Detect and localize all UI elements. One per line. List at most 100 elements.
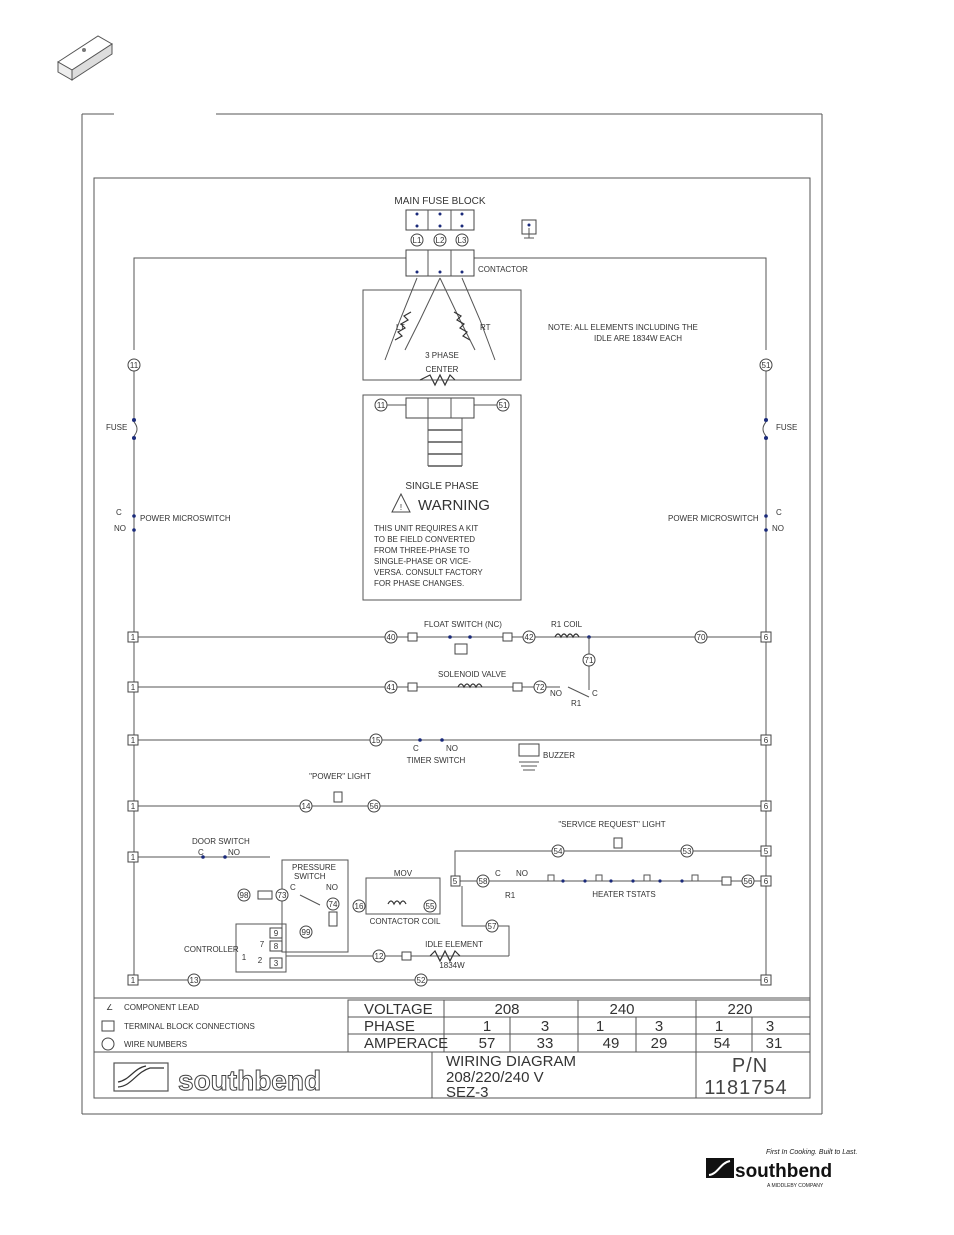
phase-240-3: 3 xyxy=(655,1018,663,1035)
pressure-switch-label-1: PRESSURE xyxy=(292,863,336,872)
controller: 9 8 3 7 1 2 xyxy=(235,923,287,973)
footer-company: A MIDDLEBY COMPANY xyxy=(767,1183,824,1189)
wire-53: 53 xyxy=(683,847,692,856)
wire-70: 70 xyxy=(697,633,706,642)
warning-line-3: FROM THREE-PHASE TO xyxy=(374,546,470,555)
wire-13: 13 xyxy=(190,976,199,985)
amp-220-1: 54 xyxy=(714,1035,731,1052)
wire-41: 41 xyxy=(387,683,396,692)
southbend-logo-outline xyxy=(113,1062,169,1092)
controller-label: CONTROLLER xyxy=(184,945,239,954)
wire-52-circle xyxy=(414,973,428,987)
amp-220-3: 31 xyxy=(766,1035,783,1052)
wire-14: 14 xyxy=(302,802,311,811)
amp-208-1: 57 xyxy=(479,1035,496,1052)
warning-line-2: TO BE FIELD CONVERTED xyxy=(374,535,475,544)
wire-70-circle xyxy=(694,630,708,644)
phase-220-1: 1 xyxy=(715,1018,723,1035)
amp-208-3: 33 xyxy=(537,1035,554,1052)
l1-label: L1 xyxy=(413,236,422,245)
note-line-1: NOTE: ALL ELEMENTS INCLUDING THE xyxy=(548,323,698,332)
wire-14-circle xyxy=(299,799,313,813)
left-microswitch-no xyxy=(132,528,136,532)
terminal-6-tstats-label: 6 xyxy=(764,877,769,886)
wire-53-circle xyxy=(680,844,694,858)
terminal-1-light xyxy=(127,800,139,812)
phase-240-1: 1 xyxy=(596,1018,604,1035)
door-c-label: C xyxy=(198,848,204,857)
ps-contact xyxy=(299,894,321,906)
wire-56b: 56 xyxy=(744,877,753,886)
terminal-5-tstats xyxy=(450,875,461,887)
wire-11: 11 xyxy=(130,361,139,370)
left-no-label: NO xyxy=(114,524,126,533)
buzzer xyxy=(518,743,540,757)
pressure-switch-box xyxy=(281,859,349,953)
wire-16: 16 xyxy=(355,902,364,911)
terminal-6-light xyxy=(760,800,772,812)
ps-terminal xyxy=(257,890,273,900)
float-terminal xyxy=(407,632,418,642)
solenoid-valve-label: SOLENOID VALVE xyxy=(438,670,506,679)
wire-42-circle xyxy=(522,630,536,644)
wire-11-circle xyxy=(127,358,141,372)
wire-15: 15 xyxy=(372,736,381,745)
voltage-240: 240 xyxy=(609,1001,634,1018)
idle-terminal xyxy=(401,951,412,961)
wire-72: 72 xyxy=(536,683,545,692)
wire-74: 74 xyxy=(329,900,338,909)
ps-no-label: NO xyxy=(326,883,338,892)
rung-service xyxy=(454,850,766,877)
three-phase-label: 3 PHASE xyxy=(425,351,459,360)
wire-73: 73 xyxy=(278,891,287,900)
timer-c-label: C xyxy=(413,744,419,753)
door-c xyxy=(201,855,205,859)
terminal-1-solenoid-label: 1 xyxy=(131,683,136,692)
ps-element xyxy=(328,911,338,927)
right-fuse xyxy=(762,418,768,440)
terminal-1-bottom-label: 1 xyxy=(131,976,136,985)
r1-c-label: C xyxy=(592,689,598,698)
terminal-1-door xyxy=(127,851,139,863)
lt-label: LT xyxy=(396,323,405,332)
power-light-label: "POWER" LIGHT xyxy=(309,772,371,781)
part-number-label: P/N xyxy=(732,1055,768,1077)
terminal-1-timer xyxy=(127,734,139,746)
r1-terminal-a xyxy=(502,632,513,642)
phase-220-3: 3 xyxy=(766,1018,774,1035)
right-fuse-label: FUSE xyxy=(776,423,797,432)
terminal-6-tstats xyxy=(760,875,772,887)
wire-42: 42 xyxy=(525,633,534,642)
part-number-value: 1181754 xyxy=(704,1077,787,1099)
terminal-6-light-label: 6 xyxy=(764,802,769,811)
r1-coil xyxy=(554,633,580,639)
contactor-coil xyxy=(387,900,407,906)
title-line-3: SEZ-3 xyxy=(446,1084,489,1101)
phase-208-1: 1 xyxy=(483,1018,491,1035)
door-switch-label: DOOR SWITCH xyxy=(192,837,250,846)
supply-left xyxy=(133,257,406,350)
wire-58: 58 xyxy=(479,877,488,886)
l2-label: L2 xyxy=(436,236,445,245)
supply-right xyxy=(474,257,767,350)
wire-99: 99 xyxy=(302,928,311,937)
pressure-switch-label-2: SWITCH xyxy=(294,872,326,881)
svg-text:7: 7 xyxy=(260,940,265,949)
svg-text:9: 9 xyxy=(274,929,279,938)
legend-terminal-icon xyxy=(101,1020,115,1032)
wire-99-circle xyxy=(299,925,313,939)
wire-57: 57 xyxy=(488,922,497,931)
rt-label: RT xyxy=(480,323,491,332)
idle-element xyxy=(429,949,461,963)
line-terminals: L1 L2 L3 xyxy=(410,233,469,247)
wire-73-circle xyxy=(275,888,289,902)
wire-55-circle xyxy=(423,899,437,913)
amp-240-1: 49 xyxy=(603,1035,620,1052)
buzzer-icon xyxy=(519,761,539,771)
sp-wire-51: 51 xyxy=(499,401,508,410)
title-brand: southbend xyxy=(178,1065,321,1096)
service-light-label: "SERVICE REQUEST" LIGHT xyxy=(558,820,665,829)
terminal-6-float-label: 6 xyxy=(764,633,769,642)
amperage-label: AMPERACE xyxy=(364,1035,448,1052)
